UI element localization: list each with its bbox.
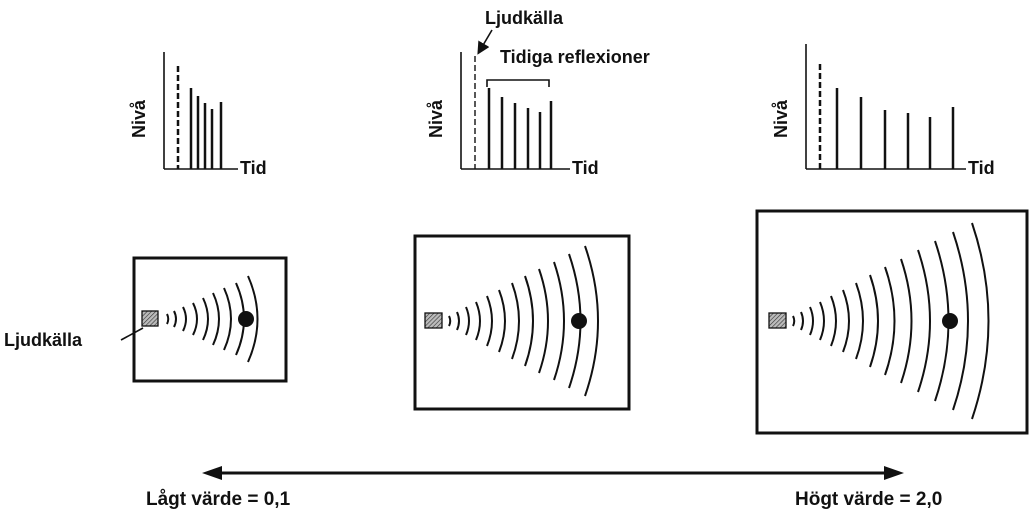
room-mid — [413, 234, 631, 411]
room-outline — [413, 234, 631, 411]
listener-dot — [571, 313, 587, 329]
sound-source — [768, 312, 787, 329]
x-axis-label: Tid — [968, 158, 995, 178]
room-outline — [132, 256, 288, 383]
x-axis-label: Tid — [572, 158, 599, 178]
graph-high: Nivå Tid — [771, 44, 995, 178]
sound-source — [141, 310, 159, 327]
x-axis-label: Tid — [240, 158, 267, 178]
y-axis-label: Nivå — [426, 99, 446, 138]
scale-arrow-left — [202, 466, 222, 480]
sound-waves — [166, 275, 259, 363]
low-value-label: Lågt värde = 0,1 — [146, 489, 291, 510]
source-pointer-arrow — [477, 29, 493, 55]
graph-low: Nivå Tid — [129, 52, 267, 178]
source-label: Ljudkälla — [4, 330, 83, 350]
y-axis-label: Nivå — [129, 99, 149, 138]
scale-arrow-right — [884, 466, 904, 480]
y-axis-label: Nivå — [771, 99, 791, 138]
scale: Lågt värde = 0,1 Högt värde = 2,0 — [146, 466, 942, 510]
high-value-label: Högt värde = 2,0 — [795, 489, 942, 510]
sound-waves — [448, 245, 599, 397]
early-reflections-bracket — [486, 79, 550, 87]
sound-source — [424, 312, 443, 329]
room-small: Ljudkälla — [4, 256, 288, 383]
listener-dot — [942, 313, 958, 329]
source-pointer — [120, 327, 144, 341]
source-label: Ljudkälla — [485, 8, 564, 28]
early-reflections-label: Tidiga reflexioner — [500, 47, 650, 67]
sound-waves — [792, 222, 990, 420]
room-outline — [755, 209, 1029, 435]
graph-mid: Ljudkälla Tidiga reflexioner Nivå Tid — [426, 8, 650, 178]
listener-dot — [238, 311, 254, 327]
room-large — [755, 209, 1029, 435]
